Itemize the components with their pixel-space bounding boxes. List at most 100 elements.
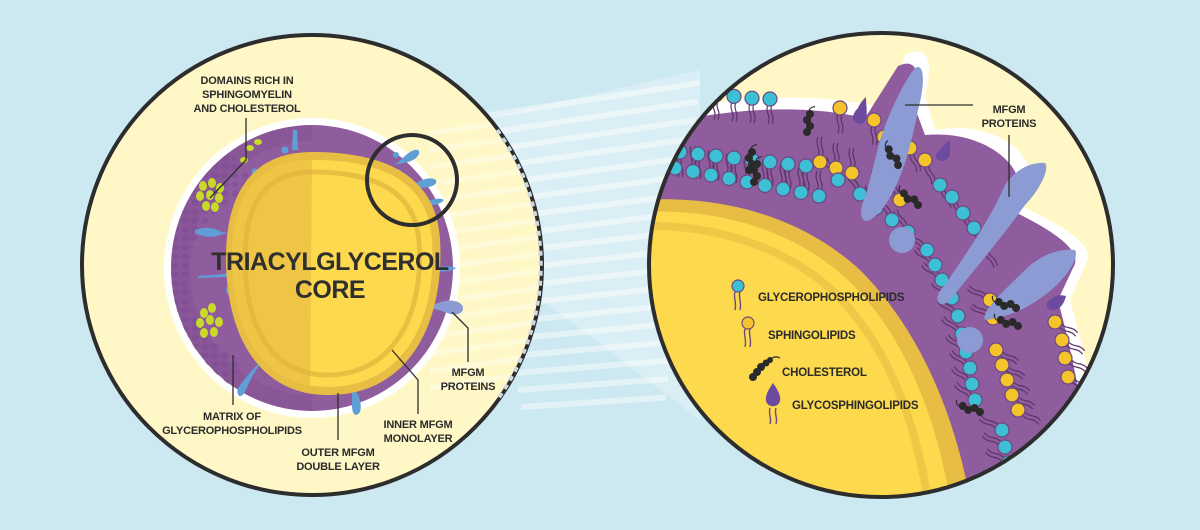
sphingomyelin-domain xyxy=(196,303,223,338)
sphingolipid-head xyxy=(1004,387,1020,403)
glycerophospholipid-head xyxy=(944,189,960,205)
glycerophospholipid-matrix xyxy=(170,152,260,385)
cholesterol-molecule xyxy=(745,144,758,174)
legend: GLYCEROPHOSPHOLIPIDS SPHINGOLIPIDS CHOLE… xyxy=(731,279,919,425)
svg-text:MATRIX OF: MATRIX OF xyxy=(203,411,261,423)
sphingolipid-icon xyxy=(741,316,755,348)
beam-stripe xyxy=(485,172,690,206)
sphingolipid-head xyxy=(994,357,1010,373)
svg-text:AND CHOLESTEROL: AND CHOLESTEROL xyxy=(193,103,300,115)
cholesterol-molecule xyxy=(803,106,816,136)
glycerophospholipid-head xyxy=(780,156,796,172)
beam-stripe xyxy=(430,284,542,306)
beam-stripe xyxy=(430,301,542,323)
sphingolipid-head xyxy=(988,342,1004,358)
glycerophospholipid-head xyxy=(955,205,971,221)
glycerophospholipid-head xyxy=(703,167,719,183)
svg-text:PROTEINS: PROTEINS xyxy=(441,381,496,393)
glycerophospholipid-head xyxy=(932,177,948,193)
svg-text:MONOLAYER: MONOLAYER xyxy=(384,433,453,445)
label-proteins: MFGM PROTEINS xyxy=(441,367,496,393)
beam-stripe xyxy=(430,199,542,221)
sphingolipid-head xyxy=(1057,350,1073,366)
legend-item-glycerophospholipids: GLYCEROPHOSPHOLIPIDS xyxy=(731,279,905,311)
glycosphingolipid-icon xyxy=(765,383,781,425)
glycerophospholipid-head xyxy=(964,376,980,392)
glycerophospholipid-head xyxy=(950,308,966,324)
svg-text:INNER MFGM: INNER MFGM xyxy=(384,419,453,431)
beam-stripe xyxy=(430,335,542,357)
cholesterol-icon xyxy=(749,356,781,381)
beam-stripe xyxy=(500,265,680,291)
beam-stripe xyxy=(430,352,542,374)
svg-text:GLYCEROPHOSPHOLIPIDS: GLYCEROPHOSPHOLIPIDS xyxy=(758,292,905,304)
magnifier-ring xyxy=(365,133,459,227)
core-label-line1: TRIACYLGLYCEROL xyxy=(211,248,449,276)
cholesterol-molecule xyxy=(955,399,984,417)
zoom-edge-dashes xyxy=(495,128,543,402)
cholesterol-molecule xyxy=(993,313,1022,331)
svg-text:MFGM: MFGM xyxy=(993,104,1026,116)
svg-text:SPHINGOMYELIN: SPHINGOMYELIN xyxy=(202,89,292,101)
label-outer-layer: OUTER MFGM DOUBLE LAYER xyxy=(296,447,380,473)
beam-stripe xyxy=(479,135,694,172)
glycerophospholipid-head xyxy=(962,360,978,376)
glycerophospholipid-head xyxy=(966,220,982,236)
beam-stripe xyxy=(503,283,678,308)
glycerophospholipid-head xyxy=(708,148,724,164)
svg-text:PROTEINS: PROTEINS xyxy=(982,118,1037,130)
core-label-line2: CORE xyxy=(295,276,365,304)
sphingolipid-head xyxy=(1010,402,1026,418)
svg-text:CHOLESTEROL: CHOLESTEROL xyxy=(782,367,867,379)
beam-stripe xyxy=(518,376,668,393)
beam-stripe xyxy=(512,339,672,359)
glycerophospholipid-icon xyxy=(731,279,745,311)
glycerophospholipid-head xyxy=(997,439,1013,455)
sphingolipid-head xyxy=(866,112,882,128)
cholesterol-molecule xyxy=(884,140,902,169)
svg-text:GLYCOSPHINGOLIPIDS: GLYCOSPHINGOLIPIDS xyxy=(792,400,919,412)
beam-stripe xyxy=(430,182,542,204)
glycerophospholipid-head xyxy=(762,91,778,107)
beam-stripe xyxy=(470,80,700,121)
svg-text:DOUBLE LAYER: DOUBLE LAYER xyxy=(296,461,380,473)
detail-outline xyxy=(647,31,1115,499)
beam-stripe xyxy=(430,318,542,340)
glycerophospholipid-head xyxy=(830,172,846,188)
glycerophospholipid-head xyxy=(919,242,935,258)
glycerophospholipid-head xyxy=(690,146,706,162)
glycerophospholipid-head xyxy=(744,90,760,106)
svg-text:SPHINGOLIPIDS: SPHINGOLIPIDS xyxy=(768,330,856,342)
glycerophospholipid-head xyxy=(811,188,827,204)
glycerophospholipid-head xyxy=(775,181,791,197)
sphingolipid-head xyxy=(1060,369,1076,385)
cholesterol-molecule xyxy=(898,185,922,209)
glycerophospholipid-head xyxy=(721,170,737,187)
label-matrix: MATRIX OF GLYCEROPHOSPHOLIPIDS xyxy=(162,411,302,437)
detail-glycosphingolipids xyxy=(853,97,1066,310)
beam-stripe xyxy=(476,117,696,155)
sphingomyelin-domain xyxy=(196,139,262,212)
glycerophospholipid-head xyxy=(798,158,814,174)
sphingolipid-head xyxy=(832,100,848,116)
beam-stripe xyxy=(430,216,542,238)
sphingolipid-head xyxy=(1047,314,1063,330)
svg-text:DOMAINS RICH IN: DOMAINS RICH IN xyxy=(201,75,294,87)
label-inner-monolayer: INNER MFGM MONOLAYER xyxy=(384,419,453,445)
glycerophospholipid-head xyxy=(685,163,701,180)
detail-view: MFGM PROTEINS GLYCEROPHOSPHOLIPIDS SPHIN… xyxy=(647,31,1115,499)
legend-item-cholesterol: CHOLESTEROL xyxy=(749,356,867,381)
overview-globule: TRIACYLGLYCEROL CORE DOMAINS RICH IN SPH… xyxy=(80,33,544,497)
glycerophospholipid-head xyxy=(726,88,742,105)
detail-cholesterol xyxy=(745,106,1022,417)
sphingolipid-head xyxy=(1054,332,1070,348)
sphingolipid-head xyxy=(917,152,933,168)
beam-stripe xyxy=(473,98,698,138)
cholesterol-molecule xyxy=(991,295,1020,313)
beam-stripe xyxy=(506,302,676,325)
glycerophospholipid-head xyxy=(793,184,809,201)
svg-text:OUTER MFGM: OUTER MFGM xyxy=(301,447,374,459)
svg-text:GLYCEROPHOSPHOLIPIDS: GLYCEROPHOSPHOLIPIDS xyxy=(162,425,302,437)
legend-item-glycosphingolipids: GLYCOSPHINGOLIPIDS xyxy=(765,383,919,425)
